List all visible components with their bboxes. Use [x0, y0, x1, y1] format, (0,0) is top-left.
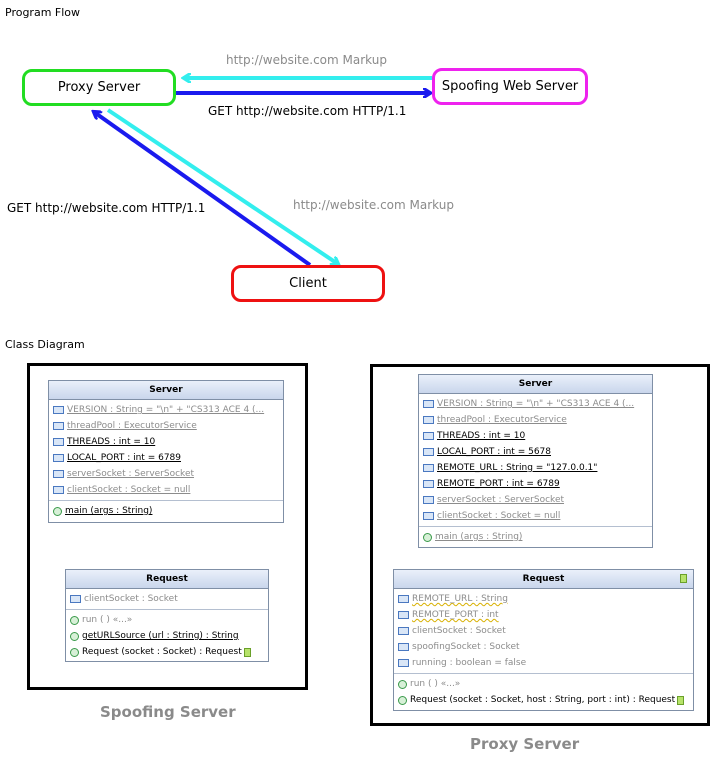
- field-icon: [398, 595, 409, 603]
- method-icon: [70, 615, 79, 625]
- fields-section: clientSocket : Socket: [66, 589, 268, 610]
- field-icon: [423, 400, 434, 408]
- spoofing-web-server-label: Spoofing Web Server: [441, 79, 579, 94]
- field-icon: [398, 659, 409, 667]
- field-icon: [53, 470, 64, 478]
- field-row: running : boolean = false: [398, 655, 689, 671]
- field-row: REMOTE_URL : String: [398, 591, 689, 607]
- method-icon: [423, 532, 432, 542]
- field-row: clientSocket : Socket = null: [423, 508, 648, 524]
- class-name: Server: [49, 381, 283, 400]
- field-icon: [423, 480, 434, 488]
- field-row: spoofingSocket : Socket: [398, 639, 689, 655]
- flow-arrows: [0, 0, 721, 267]
- field-row: REMOTE_PORT : int = 6789: [423, 476, 648, 492]
- field-row: LOCAL_PORT : int = 5678: [423, 444, 648, 460]
- field-icon: [423, 512, 434, 520]
- field-icon: [423, 448, 434, 456]
- method-row: Request (socket : Socket) : Request: [70, 644, 264, 660]
- field-icon: [398, 627, 409, 635]
- note-icon: [243, 647, 251, 657]
- proxy-server-label: Proxy Server: [57, 80, 141, 95]
- field-icon: [53, 454, 64, 462]
- field-row: serverSocket : ServerSocket: [53, 466, 279, 482]
- field-row: clientSocket : Socket: [70, 591, 264, 607]
- client-label: Client: [289, 276, 327, 291]
- methods-section: run ( ) «...» getURLSource (url : String…: [66, 610, 268, 662]
- field-icon: [423, 432, 434, 440]
- class-name: Request: [66, 570, 268, 589]
- field-icon: [398, 611, 409, 619]
- method-row: main (args : String): [53, 503, 279, 519]
- method-row: Request (socket : Socket, host : String,…: [398, 692, 689, 708]
- field-row: clientSocket : Socket = null: [53, 482, 279, 498]
- field-row: threadPool : ExecutorService: [53, 418, 279, 434]
- spoofing-server-caption: Spoofing Server: [100, 703, 236, 721]
- fields-section: VERSION : String = "\n" + "CS313 ACE 4 (…: [419, 394, 652, 527]
- spoofing-web-server-node: Spoofing Web Server: [432, 68, 588, 105]
- method-icon: [53, 506, 62, 516]
- edge-label-spoof-to-proxy: http://website.com Markup: [226, 53, 387, 67]
- field-icon: [423, 496, 434, 504]
- method-row: main (args : String): [423, 529, 648, 545]
- method-icon: [398, 695, 407, 705]
- method-icon: [398, 679, 407, 689]
- client-node: Client: [231, 265, 385, 302]
- field-row: LOCAL_PORT : int = 6789: [53, 450, 279, 466]
- methods-section: main (args : String): [419, 527, 652, 547]
- field-icon: [70, 595, 81, 603]
- fields-section: REMOTE_URL : String REMOTE_PORT : int cl…: [394, 589, 693, 674]
- method-icon: [70, 631, 79, 641]
- class-name-text: Request: [522, 574, 565, 584]
- field-row: clientSocket : Socket: [398, 623, 689, 639]
- methods-section: run ( ) «...» Request (socket : Socket, …: [394, 674, 693, 710]
- field-icon: [53, 486, 64, 494]
- proxy-server-node: Proxy Server: [22, 69, 176, 106]
- method-row: getURLSource (url : String) : String: [70, 628, 264, 644]
- spoofing-request-class: Request clientSocket : Socket run ( ) «.…: [65, 569, 269, 662]
- field-row: THREADS : int = 10: [423, 428, 648, 444]
- proxy-request-class: Request REMOTE_URL : String REMOTE_PORT …: [393, 569, 694, 711]
- method-row: run ( ) «...»: [70, 612, 264, 628]
- field-icon: [53, 438, 64, 446]
- note-icon: [680, 574, 687, 583]
- methods-section: main (args : String): [49, 501, 283, 521]
- method-row: run ( ) «...»: [398, 676, 689, 692]
- field-row: VERSION : String = "\n" + "CS313 ACE 4 (…: [423, 396, 648, 412]
- class-name: Server: [419, 375, 652, 394]
- arrow-proxy-to-client: [106, 108, 338, 264]
- field-row: threadPool : ExecutorService: [423, 412, 648, 428]
- proxy-server-caption: Proxy Server: [470, 735, 580, 753]
- proxy-server-class: Server VERSION : String = "\n" + "CS313 …: [418, 374, 653, 548]
- fields-section: VERSION : String = "\n" + "CS313 ACE 4 (…: [49, 400, 283, 501]
- edge-label-proxy-to-client: http://website.com Markup: [293, 198, 454, 212]
- field-icon: [423, 416, 434, 424]
- field-row: THREADS : int = 10: [53, 434, 279, 450]
- class-name: Request: [394, 570, 693, 589]
- field-icon: [53, 422, 64, 430]
- edge-label-proxy-to-spoof: GET http://website.com HTTP/1.1: [208, 104, 407, 118]
- method-icon: [70, 647, 79, 657]
- spoofing-server-class: Server VERSION : String = "\n" + "CS313 …: [48, 380, 284, 523]
- arrow-client-to-proxy: [94, 112, 312, 267]
- program-flow-title: Program Flow: [5, 6, 81, 19]
- field-icon: [53, 406, 64, 414]
- field-row: REMOTE_URL : String = "127.0.0.1": [423, 460, 648, 476]
- field-icon: [398, 643, 409, 651]
- note-icon: [677, 695, 685, 705]
- class-diagram-title: Class Diagram: [5, 338, 85, 351]
- field-row: REMOTE_PORT : int: [398, 607, 689, 623]
- edge-label-client-to-proxy: GET http://website.com HTTP/1.1: [7, 201, 206, 215]
- field-row: serverSocket : ServerSocket: [423, 492, 648, 508]
- field-row: VERSION : String = "\n" + "CS313 ACE 4 (…: [53, 402, 279, 418]
- field-icon: [423, 464, 434, 472]
